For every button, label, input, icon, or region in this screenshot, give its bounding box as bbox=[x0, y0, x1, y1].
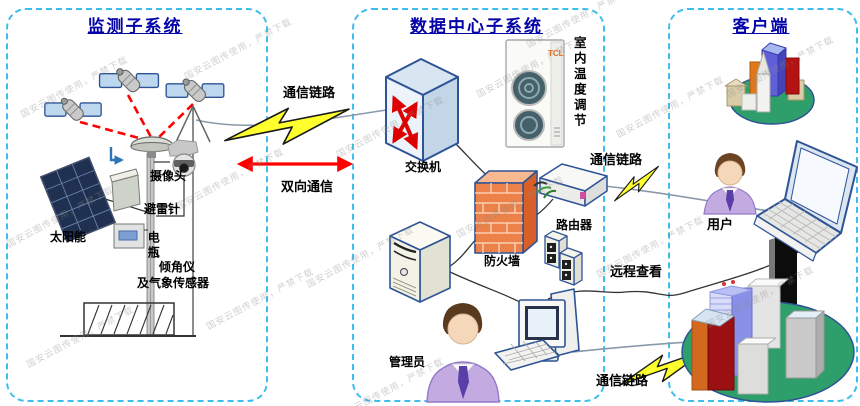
panel-title-client: 客户端 bbox=[732, 17, 790, 36]
router-icon bbox=[533, 163, 608, 207]
label-solar: 太阳能 bbox=[50, 230, 87, 244]
remote-view-label: 远程查看 bbox=[610, 264, 663, 279]
city-bottom-icon bbox=[681, 278, 855, 403]
bidirectional-label: 双向通信 bbox=[281, 179, 334, 194]
panel-monitoring bbox=[6, 8, 268, 402]
satellite-icon bbox=[165, 74, 225, 105]
switch-icon bbox=[385, 58, 459, 162]
server-icon bbox=[389, 221, 451, 303]
desktop-computer-icon bbox=[494, 288, 580, 371]
user-person-icon bbox=[703, 153, 757, 215]
satellite-icon bbox=[44, 94, 102, 124]
comm-link-label-bottom: 通信链路 bbox=[596, 373, 649, 388]
admin-person-icon bbox=[426, 303, 500, 403]
label-ac: 室内温度调节 bbox=[571, 36, 586, 129]
svg-text:TCL: TCL bbox=[548, 49, 564, 58]
city-top-icon bbox=[724, 42, 815, 125]
battery-icon bbox=[113, 223, 148, 249]
comm-link-label-left: 通信链路 bbox=[283, 85, 336, 100]
label-user: 用户 bbox=[707, 217, 734, 232]
ac-unit-icon: TCL bbox=[505, 39, 565, 148]
label-sensors-line1: 倾角仪 bbox=[159, 260, 196, 274]
mini-towers-icon bbox=[544, 230, 583, 286]
blue-arrow-icon bbox=[109, 147, 124, 165]
sensor-box-icon bbox=[109, 168, 141, 212]
satellite-link-lines bbox=[79, 94, 194, 142]
label-admin: 管理员 bbox=[389, 355, 426, 369]
panel-title-monitoring: 监测子系统 bbox=[87, 17, 183, 36]
gps-antenna-icon bbox=[130, 136, 174, 158]
satellite-icon bbox=[98, 64, 160, 95]
comm-link-label-router: 通信链路 bbox=[590, 152, 643, 167]
camera-icon bbox=[154, 139, 199, 217]
laptop-icon bbox=[753, 140, 858, 262]
label-lightning-rod: 避雷针 bbox=[144, 202, 181, 216]
panel-title-datacenter: 数据中心子系统 bbox=[410, 17, 543, 36]
ground-icon bbox=[60, 302, 196, 337]
label-camera: 摄像头 bbox=[150, 169, 187, 183]
label-firewall: 防火墙 bbox=[484, 254, 521, 268]
label-sensors-line2: 及气象传感器 bbox=[137, 276, 210, 290]
lightning-bolt-2 bbox=[608, 163, 666, 205]
label-router: 路由器 bbox=[556, 218, 593, 232]
label-battery: 电瓶 bbox=[146, 231, 161, 261]
lightning-bolt-1 bbox=[222, 103, 352, 149]
label-switch: 交换机 bbox=[404, 160, 441, 174]
firewall-icon bbox=[474, 170, 538, 254]
